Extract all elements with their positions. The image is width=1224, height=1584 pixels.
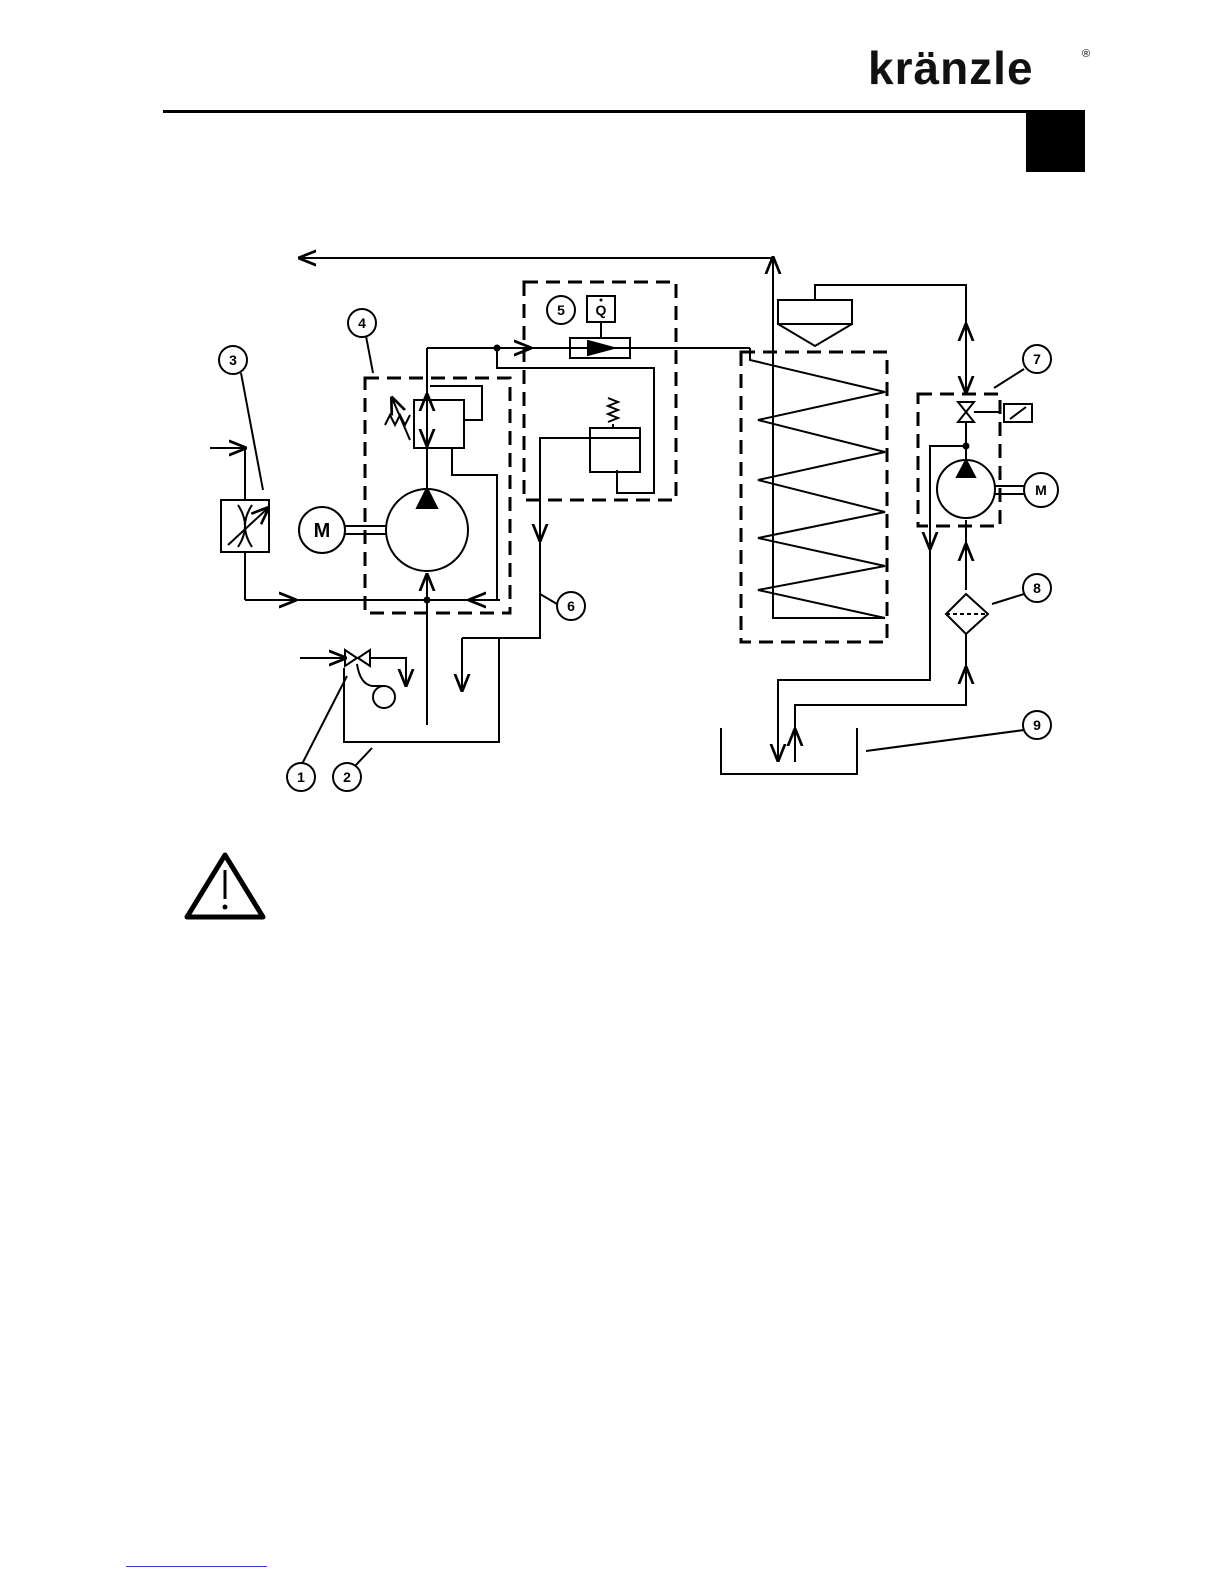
callout-9-label: 9 <box>1033 717 1041 733</box>
callout-3-label: 3 <box>229 352 237 368</box>
callout-2-label: 2 <box>343 769 351 785</box>
callout-6-label: 6 <box>567 598 575 614</box>
warning-icon <box>187 855 263 917</box>
callout-5-label: 5 <box>557 302 565 318</box>
callout-7-label: 7 <box>1033 351 1041 367</box>
motor-fuel-label: M <box>1035 482 1047 498</box>
callout-8-label: 8 <box>1033 580 1041 596</box>
footer-link-underline <box>126 1566 267 1567</box>
motor-main-label: M <box>314 520 331 542</box>
callout-4-label: 4 <box>358 315 366 331</box>
flow-sensor-label: Q <box>596 302 607 318</box>
callout-1-label: 1 <box>297 769 305 785</box>
